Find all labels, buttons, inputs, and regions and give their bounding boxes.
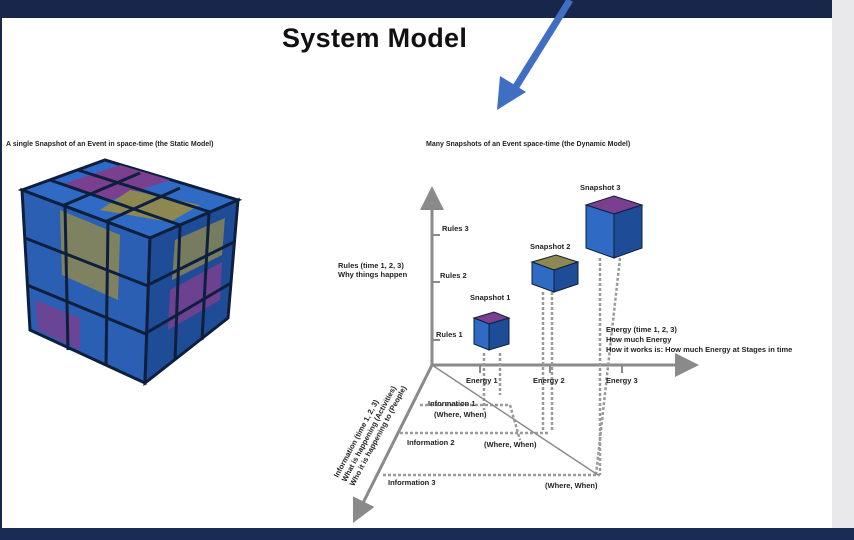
rules-axis-subtitle: Why things happen bbox=[338, 270, 408, 279]
background-bottom-band bbox=[0, 528, 854, 540]
energy-1-label: Energy 1 bbox=[466, 376, 498, 385]
rules-axis-title: Rules (time 1, 2, 3) bbox=[338, 261, 404, 270]
projection-lines bbox=[383, 257, 622, 477]
where-when-1-label: (Where, When) bbox=[434, 410, 487, 419]
energy-3-label: Energy 3 bbox=[606, 376, 638, 385]
snapshot-2-cube bbox=[530, 254, 580, 293]
axes bbox=[352, 186, 699, 524]
rules-2-label: Rules 2 bbox=[440, 271, 467, 280]
static-model-cube bbox=[17, 158, 243, 387]
background-top-band bbox=[0, 0, 854, 20]
snapshot-1-label: Snapshot 1 bbox=[470, 293, 510, 302]
snapshot-3-cube bbox=[584, 195, 644, 259]
information-axis bbox=[352, 364, 434, 524]
diagonal-line bbox=[431, 364, 599, 476]
where-when-3-label: (Where, When) bbox=[545, 481, 598, 490]
energy-2-label: Energy 2 bbox=[533, 376, 565, 385]
energy-axis-description: How it works is: How much Energy at Stag… bbox=[606, 345, 792, 354]
dynamic-model-caption: Many Snapshots of an Event space-time (t… bbox=[426, 141, 631, 148]
background-right-strip bbox=[832, 0, 854, 540]
information-axis-subtitle: What is happening (Activities) bbox=[340, 384, 398, 483]
information-2-label: Information 2 bbox=[407, 438, 455, 447]
static-model-caption: A single Snapshot of an Event in space-t… bbox=[6, 141, 214, 148]
rules-3-label: Rules 3 bbox=[442, 224, 469, 233]
snapshot-1-cube bbox=[472, 311, 511, 351]
information-1-label: Information 1 bbox=[428, 399, 476, 408]
energy-axis-title: Energy (time 1, 2, 3) bbox=[606, 325, 677, 334]
slide-title: System Model bbox=[282, 23, 468, 53]
energy-axis-subtitle: How much Energy bbox=[606, 335, 672, 344]
where-when-2-label: (Where, When) bbox=[484, 440, 537, 449]
snapshot-3-label: Snapshot 3 bbox=[580, 183, 620, 192]
snapshot-2-label: Snapshot 2 bbox=[530, 242, 570, 251]
pointer-arrow bbox=[497, 0, 573, 110]
rules-1-label: Rules 1 bbox=[436, 330, 463, 339]
information-axis-label-group: Information (time 1, 2, 3) What is happe… bbox=[332, 384, 409, 488]
information-3-label: Information 3 bbox=[388, 478, 436, 487]
